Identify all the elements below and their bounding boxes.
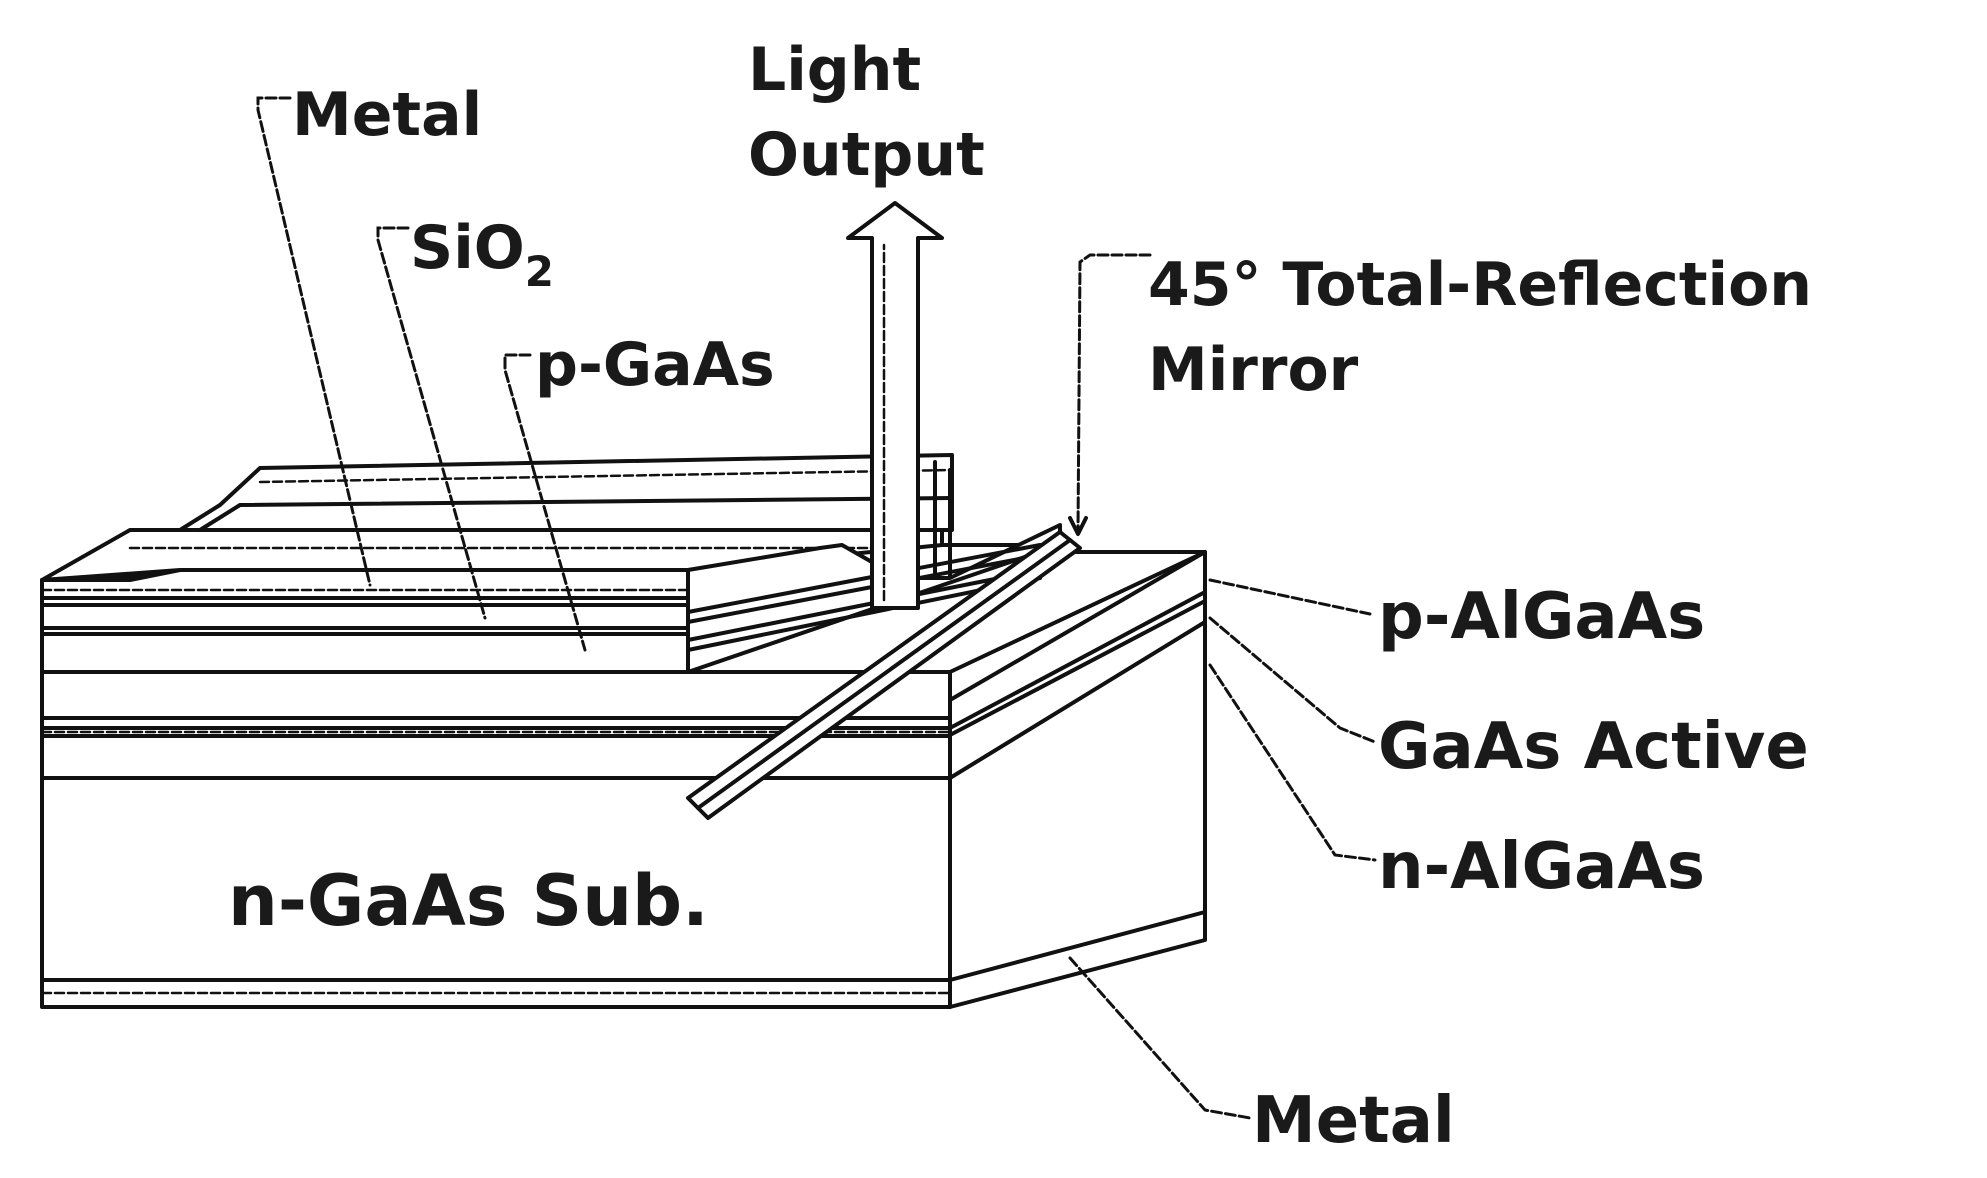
label-light-line1: Light xyxy=(748,35,921,105)
label-sio2: SiO2 xyxy=(410,213,554,296)
label-sio2-subscript: 2 xyxy=(525,247,554,296)
label-mirror-line1: 45° Total-Reflection xyxy=(1148,250,1812,320)
label-sio2-main: SiO xyxy=(410,213,525,283)
leader-sio2 xyxy=(376,226,487,620)
label-metal-top: Metal xyxy=(292,80,482,150)
mirror-wedge xyxy=(686,530,1082,820)
ridge-front-face xyxy=(40,568,690,674)
leader-metal-top xyxy=(256,96,372,587)
labels: Metal SiO2 p-GaAs Light Output 45° Total… xyxy=(228,35,1812,1158)
label-metal-bottom: Metal xyxy=(1252,1084,1455,1158)
label-p-gaas: p-GaAs xyxy=(535,330,775,400)
label-p-algaas: p-AlGaAs xyxy=(1378,580,1705,654)
block-right-face xyxy=(948,550,1207,1009)
leader-p-algaas xyxy=(1208,578,1372,616)
label-n-algaas: n-AlGaAs xyxy=(1378,830,1705,904)
upper-metal-pad xyxy=(178,453,954,580)
leader-lines xyxy=(256,96,1377,1120)
ridge-top-surface xyxy=(40,528,944,582)
leader-p-gaas xyxy=(503,353,587,652)
leader-gaas-active xyxy=(1208,616,1377,744)
leader-n-algaas xyxy=(1208,663,1377,862)
label-gaas-active: GaAs Active xyxy=(1378,710,1809,784)
label-mirror-line2: Mirror xyxy=(1148,335,1359,405)
light-output-arrow xyxy=(846,201,944,610)
leader-mirror xyxy=(1076,253,1152,532)
label-light-line2: Output xyxy=(748,120,985,190)
leader-metal-bottom xyxy=(1068,956,1252,1120)
label-substrate: n-GaAs Sub. xyxy=(228,860,709,942)
